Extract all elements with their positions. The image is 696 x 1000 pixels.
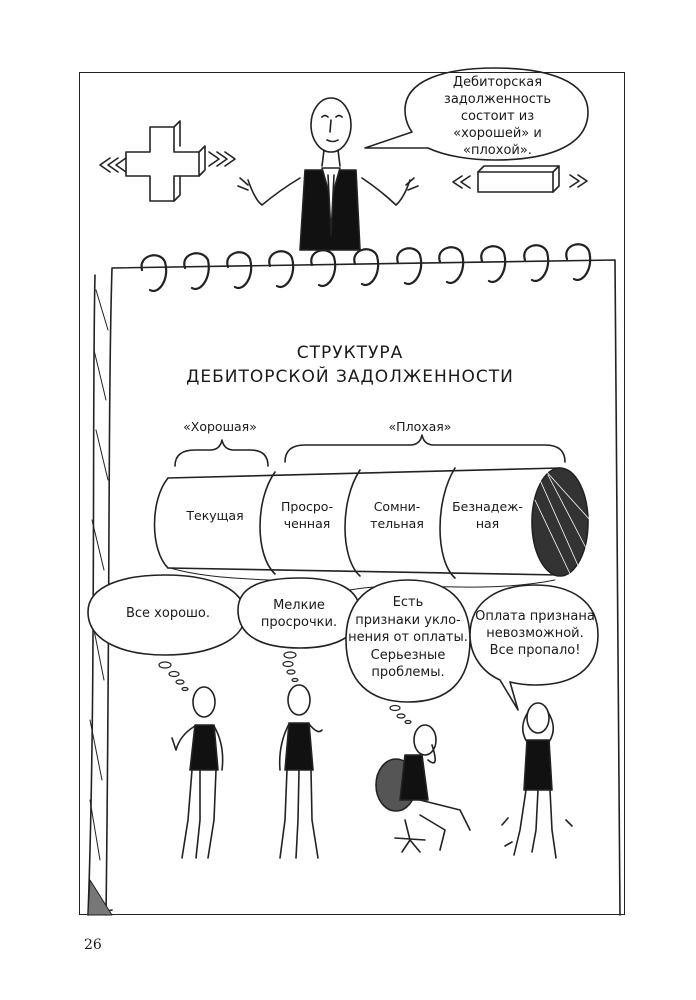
group-label-good: «Хорошая» bbox=[183, 419, 257, 434]
chevron-right-icon bbox=[208, 151, 236, 167]
group-label-bad: «Плохая» bbox=[388, 419, 452, 434]
spiral-binding bbox=[140, 243, 592, 293]
chevron-left-icon bbox=[99, 157, 127, 173]
bubble-text-2: Мелкие просрочки. bbox=[243, 597, 355, 631]
segment-current: Текущая bbox=[186, 508, 244, 523]
presenter-figure bbox=[237, 97, 419, 251]
bubble-3-line5: проблемы. bbox=[371, 665, 445, 680]
bubble-text-4: Оплата признана невозможной. Все пропало… bbox=[475, 608, 595, 659]
segment-doubtful-line2: тельная bbox=[370, 516, 424, 531]
page-title-line2: ДЕБИТОРСКОЙ ЗАДОЛЖЕННОСТИ bbox=[186, 367, 514, 387]
bubble-4-line1: Оплата признана bbox=[475, 609, 595, 624]
figure-happy bbox=[171, 686, 224, 859]
bubble-3-line4: Серьезные bbox=[370, 647, 446, 663]
bubble-4 bbox=[469, 584, 599, 711]
segment-doubtful-line1: Сомни- bbox=[373, 499, 421, 514]
segment-overdue: Просро- ченная bbox=[262, 498, 352, 532]
segment-hopeless-line1: Безнадеж- bbox=[452, 499, 523, 514]
segment-hopeless-line2: ная bbox=[475, 516, 500, 531]
notebook-page bbox=[87, 259, 621, 916]
bubble-4-line3: Все пропало! bbox=[489, 643, 581, 658]
figure-panicking bbox=[501, 702, 573, 859]
thought-trail bbox=[158, 651, 412, 725]
plus-icon bbox=[125, 120, 206, 202]
page-title-line1: СТРУКТУРА bbox=[296, 343, 404, 363]
bubble-3-line2: признаки укло- bbox=[355, 612, 461, 628]
segment-overdue-line1: Просро- bbox=[281, 499, 333, 514]
bad-bracket bbox=[284, 434, 566, 463]
segment-overdue-line2: ченная bbox=[283, 516, 331, 531]
bubble-2-line1: Мелкие bbox=[273, 598, 325, 613]
minus-icon bbox=[477, 165, 560, 193]
comic-panel-frame bbox=[79, 72, 625, 915]
good-bracket bbox=[174, 439, 269, 467]
bubble-4-line2: невозможной. bbox=[486, 626, 584, 641]
segment-doubtful: Сомни- тельная bbox=[352, 498, 442, 532]
figure-worried-seated bbox=[375, 724, 471, 853]
bubble-3-line3: нения от оплаты. bbox=[348, 630, 468, 645]
chevron-left-icon bbox=[452, 175, 471, 189]
bubble-3-line1: Есть bbox=[392, 595, 424, 610]
figure-calm bbox=[278, 684, 323, 859]
bubble-text-3: Есть признаки укло- нения от оплаты. Сер… bbox=[348, 594, 468, 682]
bubble-2-line2: просрочки. bbox=[260, 615, 338, 630]
chevron-right-icon bbox=[569, 174, 588, 188]
bubble-text-1: Все хорошо. bbox=[125, 606, 211, 621]
receivables-log bbox=[153, 467, 591, 591]
top-speech-bubble bbox=[364, 67, 589, 161]
segment-hopeless: Безнадеж- ная bbox=[440, 498, 535, 532]
page-number: 26 bbox=[84, 937, 102, 953]
top-speech-text: Дебиторская задолженность состоит из «хо… bbox=[443, 75, 552, 158]
